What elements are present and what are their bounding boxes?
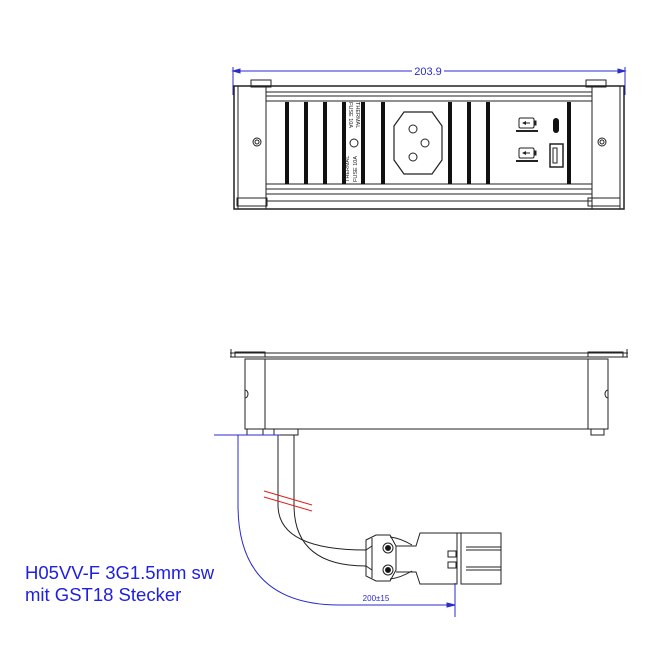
thermal-fuse: FUSE 10A THERMAL THERMAL FUSE 10A	[345, 102, 360, 182]
top-view: FUSE 10A THERMAL THERMAL FUSE 10A	[231, 64, 627, 210]
usb-charger	[516, 117, 564, 168]
svg-text:FUSE 10A: FUSE 10A	[353, 156, 359, 182]
caption-line-1: H05VV-F 3G1.5mm sw	[25, 562, 215, 583]
cable	[277, 435, 367, 567]
break-marks	[263, 490, 313, 512]
length-dimension	[214, 434, 456, 617]
width-dimension-label: 203.9	[414, 66, 442, 78]
length-dimension-label: 200±15	[363, 594, 390, 603]
vent-slots	[285, 102, 571, 184]
cable-caption: H05VV-F 3G1.5mm sw mit GST18 Stecker	[25, 562, 214, 606]
caption-line-2: mit GST18 Stecker	[25, 584, 182, 605]
gst18-connector	[365, 532, 502, 585]
svg-text:THERMAL: THERMAL	[354, 102, 360, 128]
svg-text:THERMAL: THERMAL	[345, 156, 351, 182]
swiss-socket-type-j	[393, 111, 443, 175]
side-view	[230, 349, 628, 436]
svg-text:FUSE 10A: FUSE 10A	[347, 102, 353, 128]
